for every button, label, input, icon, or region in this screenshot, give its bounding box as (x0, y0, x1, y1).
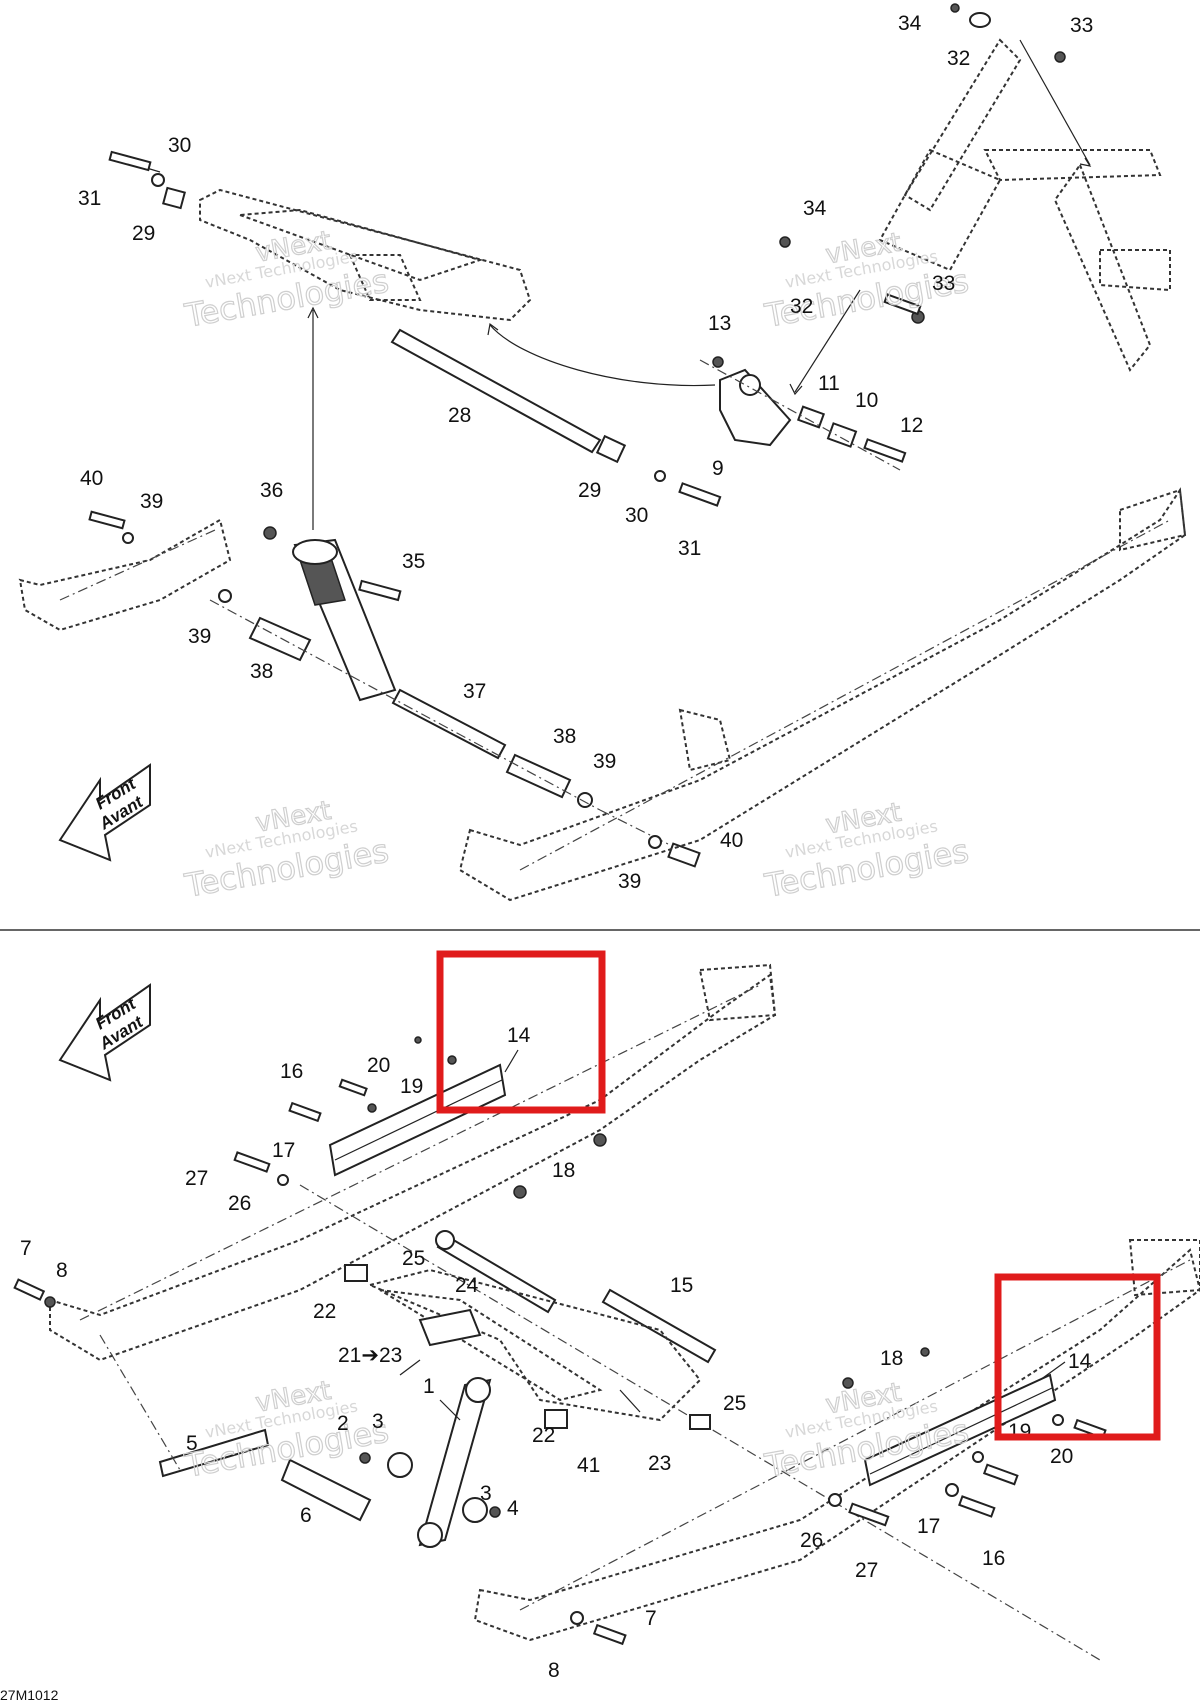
callout-label: 25 (723, 1392, 746, 1415)
callout-label: 37 (463, 680, 486, 703)
callout-label: 27 (855, 1559, 878, 1582)
callout-label: 19 (400, 1075, 423, 1098)
callout-label: 34 (803, 197, 827, 220)
callout-label: 33 (932, 272, 955, 295)
callout-label: 5 (186, 1432, 198, 1455)
callout-label: 38 (553, 725, 576, 748)
upper-strut-assembly (878, 3, 1171, 372)
callout-label: 29 (578, 479, 601, 502)
callout-label: 16 (280, 1060, 303, 1083)
leader-lines (399, 1049, 1066, 1421)
callout-label: 30 (168, 134, 191, 157)
callout-label: 30 (625, 504, 648, 527)
callout-label: 3 (372, 1410, 384, 1433)
callout-label: 8 (548, 1659, 560, 1682)
callout-label: 32 (790, 295, 813, 318)
callout-label: 14 (507, 1024, 531, 1047)
callout-label: 14 (1068, 1350, 1092, 1373)
front-arrow-top: Front Avant (58, 763, 151, 862)
callout-label: 22 (532, 1424, 555, 1447)
callout-label: 18 (552, 1159, 575, 1182)
callout-label: 39 (618, 870, 641, 893)
callout-label: 20 (1050, 1445, 1073, 1468)
highlight-box-part-14-left (436, 950, 606, 1114)
callout-label: 10 (855, 389, 878, 412)
callout-label: 15 (670, 1274, 693, 1297)
link-1 (359, 1377, 501, 1548)
callout-label: 11 (818, 372, 840, 395)
callouts-top: 34 32 33 30 31 29 34 32 33 13 11 10 12 9… (78, 12, 1093, 893)
callout-label: 38 (250, 660, 273, 683)
callout-label: 33 (1070, 14, 1093, 37)
callout-label: 18 (880, 1347, 903, 1370)
callout-label: 1 (423, 1375, 435, 1398)
callout-label: 13 (708, 312, 731, 335)
slide-rail-left (49, 963, 777, 1362)
callout-label: 20 (367, 1054, 390, 1077)
rear-arm-24 (344, 1264, 711, 1430)
callout-label: 3 (480, 1482, 492, 1505)
callout-label: 12 (900, 414, 923, 437)
figure-code: 27M1012 (0, 1687, 59, 1703)
callout-label: 41 (577, 1454, 600, 1477)
callout-label: 32 (947, 47, 970, 70)
callout-label: 6 (300, 1504, 312, 1527)
callout-label: 16 (982, 1547, 1005, 1570)
callout-label: 2 (337, 1412, 349, 1435)
left-fasteners (13, 1151, 289, 1308)
callout-label: 26 (800, 1529, 823, 1552)
callout-label: 35 (402, 550, 425, 573)
callouts-bottom: 14 20 19 16 17 18 27 26 7 8 25 24 15 22 … (20, 1024, 1092, 1682)
callout-label: 17 (917, 1515, 940, 1538)
callout-label: 40 (80, 467, 103, 490)
callout-label: 4 (507, 1497, 519, 1520)
rail-fragment-top-left (18, 510, 232, 632)
callout-label: 31 (678, 537, 701, 560)
callout-label: 39 (140, 490, 163, 513)
callout-label: 39 (593, 750, 616, 773)
front-arrow-bottom: Front Avant (58, 983, 151, 1082)
upper-arm-assembly (108, 150, 532, 322)
callout-label: 34 (898, 12, 922, 35)
callout-label: 27 (185, 1167, 208, 1190)
shock-absorber (263, 526, 402, 702)
wear-strip-14-right (570, 1347, 1107, 1646)
callout-label: 21➔23 (338, 1344, 402, 1367)
callout-label: 25 (402, 1247, 425, 1270)
callout-label: 22 (313, 1300, 336, 1323)
callout-label: 17 (272, 1139, 295, 1162)
callout-label: 40 (720, 829, 743, 852)
bracket-9-group (699, 236, 925, 471)
callout-label: 26 (228, 1192, 251, 1215)
shaft-28 (307, 306, 722, 530)
shaft-37-group (209, 599, 701, 868)
callout-label: 31 (78, 187, 101, 210)
callout-label: 8 (56, 1259, 68, 1282)
callout-label: 24 (455, 1274, 479, 1297)
callout-label: 7 (645, 1607, 657, 1630)
callout-label: 39 (188, 625, 211, 648)
callout-label: 29 (132, 222, 155, 245)
callout-label: 23 (648, 1452, 671, 1475)
highlight-box-part-14-right (994, 1273, 1161, 1441)
callout-label: 9 (712, 457, 724, 480)
slide-rail-top (458, 487, 1187, 902)
callout-label: 36 (260, 479, 283, 502)
callout-label: 7 (20, 1237, 32, 1260)
watermarks: vNext vNext Technologies Technologies vN… (181, 225, 972, 1485)
callout-label: 28 (448, 404, 471, 427)
